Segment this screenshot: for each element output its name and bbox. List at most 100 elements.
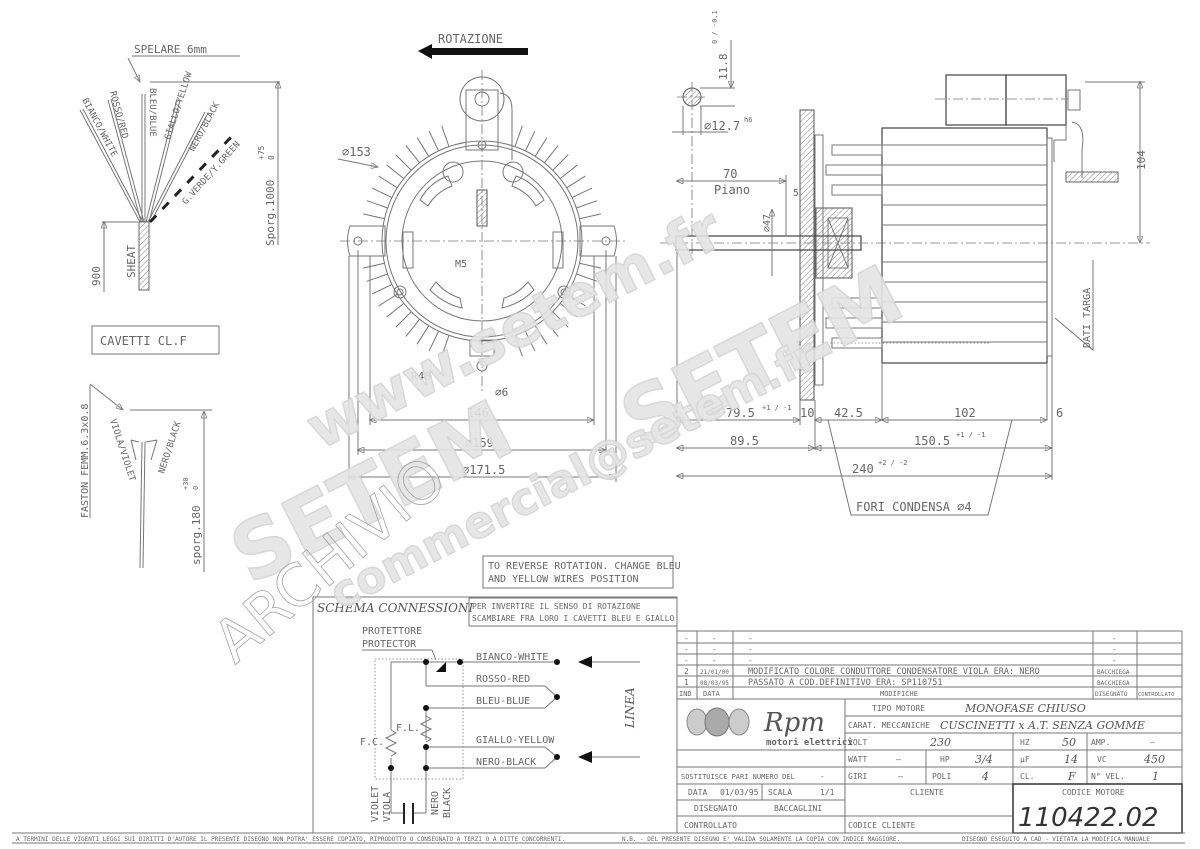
rev-drawn: -	[1112, 645, 1117, 654]
cap-protrusion: sporg.180	[190, 505, 203, 565]
rev-ind: 1	[684, 678, 689, 687]
note-it-line-2: SCAMBIARE FRA LORO I CAVETTI BLEU E GIAL…	[472, 614, 674, 623]
dim-radius: R48	[411, 370, 431, 383]
disegnato-value: BACCAGLINI	[774, 804, 822, 813]
rev-header: DISEGNATO	[1095, 691, 1128, 698]
sheath-label: SHEAT	[125, 245, 138, 278]
shaft-key-dim: 11.8	[717, 54, 730, 81]
uf-value: 14	[1064, 753, 1078, 766]
cap-left-label-2: VIOLA	[382, 792, 393, 822]
shaft-fit: h6	[744, 116, 752, 124]
rev-date: -	[712, 645, 717, 654]
tipo-label: TIPO MOTORE	[872, 704, 925, 713]
hp-value: 3/4	[975, 753, 993, 766]
protector-it: PROTETTORE	[362, 626, 422, 637]
wire-label: GIALLO/YELLOW	[163, 70, 194, 141]
rev-header: CONTROLLATO	[1138, 692, 1174, 698]
footer-cad: DISEGNO ESEGUITO A CAD - VIETATA LA MODI…	[962, 836, 1150, 843]
dim-tol: +1 / -1	[956, 431, 986, 439]
dim-value: 89.5	[730, 434, 759, 448]
rev-drawn: -	[1112, 634, 1117, 643]
rev-header: MODIFICHE	[880, 690, 918, 698]
schematic-wire-label: BLEU-BLUE	[476, 696, 530, 707]
schematic-wire-label: NERO-BLACK	[476, 757, 536, 768]
wire-label: NERO/BLACK	[188, 100, 223, 153]
faston-label: FASTON FEMM.6.3x0.8	[80, 404, 91, 518]
flat-label: Piano	[714, 183, 750, 197]
dim-value: 6	[1056, 406, 1063, 420]
schematic-wire-label: BIANCO-WHITE	[476, 652, 548, 663]
note-en-line-1: TO REVERSE ROTATION. CHANGE BLEU	[488, 561, 681, 572]
schematic-wire-label: ROSSO-RED	[476, 674, 530, 685]
rpm-logo: Rpm motori elettrici	[686, 707, 853, 748]
hz-label: HZ	[1020, 738, 1030, 747]
rev-mod: -	[748, 645, 753, 654]
rev-mod: MODIFICATO COLORE CONDUTTORE CONDENSATOR…	[748, 667, 1040, 677]
rev-date: -	[712, 656, 717, 665]
dim-width: 146	[467, 406, 489, 420]
label-fc: F.C.	[360, 737, 384, 748]
note-en-line-2: AND YELLOW WIRES POSITION	[488, 574, 639, 585]
label-fl: F.L.	[396, 723, 420, 734]
protrusion-tol-lower: 0	[267, 155, 276, 160]
vc-value: 450	[1143, 753, 1165, 766]
rev-drawn: -	[1112, 656, 1117, 665]
giri-value: —	[898, 772, 903, 781]
brand-subtitle: motori elettrici	[766, 737, 853, 748]
schematic-title: SCHEMA CONNESSIONI	[317, 601, 473, 615]
cap-wire-label: NERO/BLACK	[157, 420, 183, 475]
amp-value: —	[1150, 738, 1155, 747]
cliente-label: CLIENTE	[910, 788, 944, 797]
shaft-diameter: ⌀12.7	[704, 119, 740, 133]
rev-drawn: BACCHIEGA	[1097, 680, 1130, 687]
rev-ind: -	[684, 634, 689, 643]
protrusion-tol-upper: +75	[257, 145, 266, 160]
rev-ind: 2	[684, 667, 689, 676]
flat-length-dim: 70	[723, 167, 737, 181]
sheath-length: 900	[90, 266, 103, 286]
sostituisce-value: -	[820, 772, 825, 781]
cap-wire-label: VIOLA/VIOLET	[107, 418, 137, 483]
dim-hole: ⌀6	[495, 386, 508, 399]
data-value: 01/03/95	[720, 788, 759, 797]
rev-ind: -	[684, 656, 689, 665]
cl-value: F	[1067, 770, 1076, 783]
brand-name: Rpm	[763, 708, 825, 738]
nameplate-label: DATI TARGA	[1082, 288, 1093, 348]
tipo-value: MONOFASE CHIUSO	[964, 702, 1086, 715]
rev-date: -	[712, 634, 717, 643]
rev-date: 08/03/95	[700, 680, 729, 687]
footer: A TERMINI DELLE VIGENTI LEGGI SUI DIRITT…	[12, 832, 1185, 844]
cap-right-label-1: NERO	[430, 791, 441, 815]
sostituisce-label: SOSTITUISCE PARI NUMERO DEL	[681, 773, 795, 781]
rotation-arrow-icon	[418, 44, 528, 59]
volt-label: VOLT	[848, 738, 867, 747]
dim-5: 5	[793, 188, 799, 199]
rev-header: IND	[679, 690, 692, 698]
nvel-label: N° VEL.	[1091, 772, 1125, 781]
dim-value: 42.5	[834, 406, 863, 420]
cable-class-label: CAVETTI CL.F	[100, 334, 187, 348]
cap-right-label-2: BLACK	[442, 788, 453, 818]
codice-cliente-label: CODICE CLIENTE	[848, 821, 916, 830]
protrusion-dim: Sporg.1000	[264, 180, 277, 246]
protector-en: PROTECTOR	[362, 639, 417, 650]
scala-value: 1/1	[820, 788, 835, 797]
cap-left-label-1: VIOLET	[370, 786, 381, 822]
dim-tol: +2 / -2	[878, 459, 908, 467]
revision-table: - - - - - - - - - - - - 2 21/01/00 MODIF…	[676, 630, 1183, 700]
drain-holes-label: FORI CONDENSA ⌀4	[856, 500, 972, 514]
watt-value: —	[896, 755, 901, 764]
controllato-label: CONTROLLATO	[684, 821, 737, 830]
dim-thread: M5	[455, 259, 467, 270]
dim-value: 150.5	[914, 434, 950, 448]
hp-label: HP	[940, 755, 950, 764]
vc-label: VC	[1097, 755, 1107, 764]
strip-label: SPELARE 6mm	[134, 43, 207, 56]
footer-nb: N.B. - DEL PRESENTE DISEGNO E' VALIDA SO…	[622, 836, 900, 843]
rev-mod: -	[748, 656, 753, 665]
hz-value: 50	[1062, 736, 1076, 749]
side-view: 11.8 0 / -0.1 ⌀12.7 h6	[660, 10, 1150, 516]
footer-copyright: A TERMINI DELLE VIGENTI LEGGI SUI DIRITT…	[16, 836, 565, 843]
